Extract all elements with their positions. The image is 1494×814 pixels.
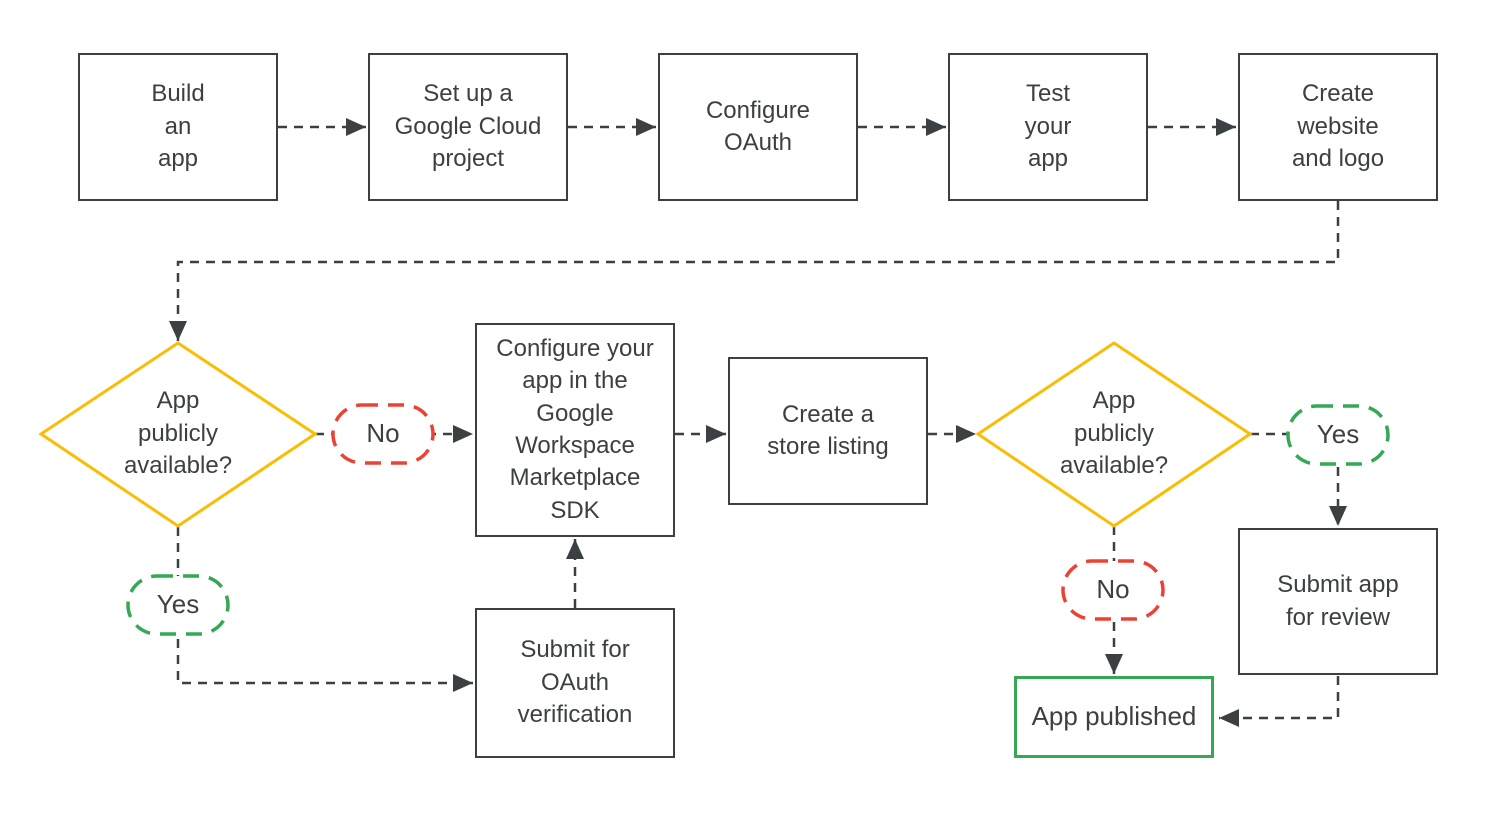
decision-badge-no-1 (331, 403, 435, 465)
decision-diamond-publicly-available-1 (38, 341, 318, 528)
node-app-published: App published (1014, 676, 1214, 758)
decision-badge-yes-2 (1286, 404, 1390, 466)
node-configure-marketplace-sdk: Configure your app in the Google Workspa… (475, 323, 675, 537)
node-submit-for-oauth-verification: Submit for OAuth verification (475, 608, 675, 758)
decision-badge-no-2 (1061, 559, 1165, 621)
decision-diamond-publicly-available-2 (975, 341, 1253, 528)
node-create-website-and-logo: Create website and logo (1238, 53, 1438, 201)
connector-website-to-decision1 (169, 201, 1340, 341)
node-setup-google-cloud-project: Set up a Google Cloud project (368, 53, 568, 201)
node-configure-oauth: Configure OAuth (658, 53, 858, 201)
node-test-your-app: Test your app (948, 53, 1148, 201)
node-submit-app-for-review: Submit app for review (1238, 528, 1438, 675)
node-create-store-listing: Create a store listing (728, 357, 928, 505)
connector-submit-review-to-published (1219, 676, 1340, 727)
node-build-an-app: Build an app (78, 53, 278, 201)
decision-badge-yes-1 (126, 574, 230, 636)
